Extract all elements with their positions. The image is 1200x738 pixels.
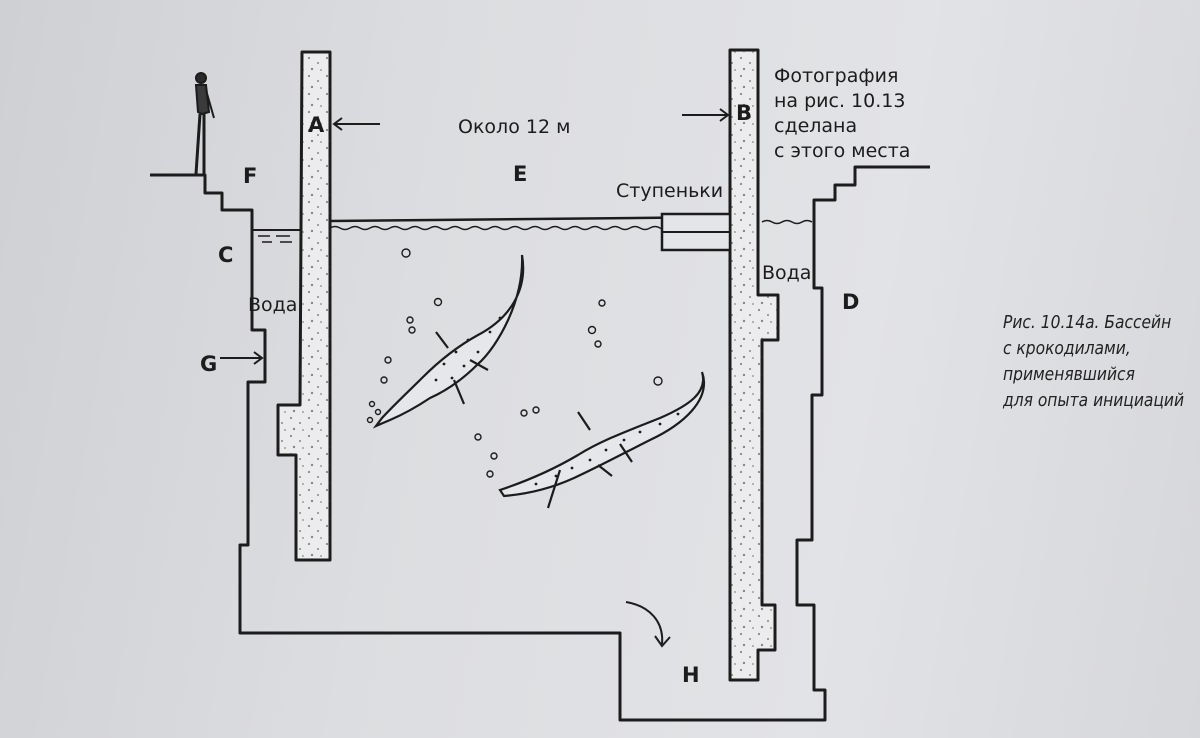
- steps-block: [660, 212, 732, 252]
- arrow-to-g: [220, 351, 264, 365]
- photo-note-line-4: с этого места: [774, 140, 910, 162]
- left-shaft-water: [252, 229, 300, 243]
- arrow-to-h: [625, 601, 671, 648]
- label-a: A: [308, 113, 325, 137]
- figure-caption: Рис. 10.14а. Бассейн с крокодилами, прим…: [1003, 310, 1185, 414]
- caption-line-2: с крокодилами,: [1003, 338, 1131, 359]
- right-shaft-water: [761, 219, 813, 225]
- photo-note-line-3: сделана: [774, 115, 857, 137]
- photo-note-line-2: на рис. 10.13: [774, 90, 905, 112]
- crocodile-upper: [372, 254, 525, 429]
- caption-line-1: Рис. 10.14а. Бассейн: [1003, 312, 1172, 333]
- water-label-left: Вода: [248, 294, 297, 316]
- label-h: H: [682, 663, 700, 687]
- label-g: G: [200, 352, 217, 376]
- label-b: B: [736, 101, 752, 125]
- crocodile-lower: [498, 371, 705, 509]
- label-f: F: [243, 164, 257, 188]
- air-bubbles: [366, 248, 663, 478]
- width-label: Около 12 м: [458, 116, 570, 138]
- photo-note-line-1: Фотография: [774, 65, 898, 87]
- label-c: C: [218, 243, 233, 267]
- label-d: D: [842, 290, 859, 314]
- diver-figure: [194, 72, 215, 175]
- label-e: E: [513, 162, 527, 186]
- caption-line-4: для опыта инициаций: [1003, 390, 1185, 411]
- steps-label: Ступеньки: [616, 180, 723, 202]
- left-shaft-outline: [150, 165, 930, 722]
- arrow-to-b: [682, 108, 730, 122]
- caption-line-3: применявшийся: [1003, 364, 1135, 385]
- arrow-to-a: [332, 117, 380, 131]
- water-label-right: Вода: [762, 262, 811, 284]
